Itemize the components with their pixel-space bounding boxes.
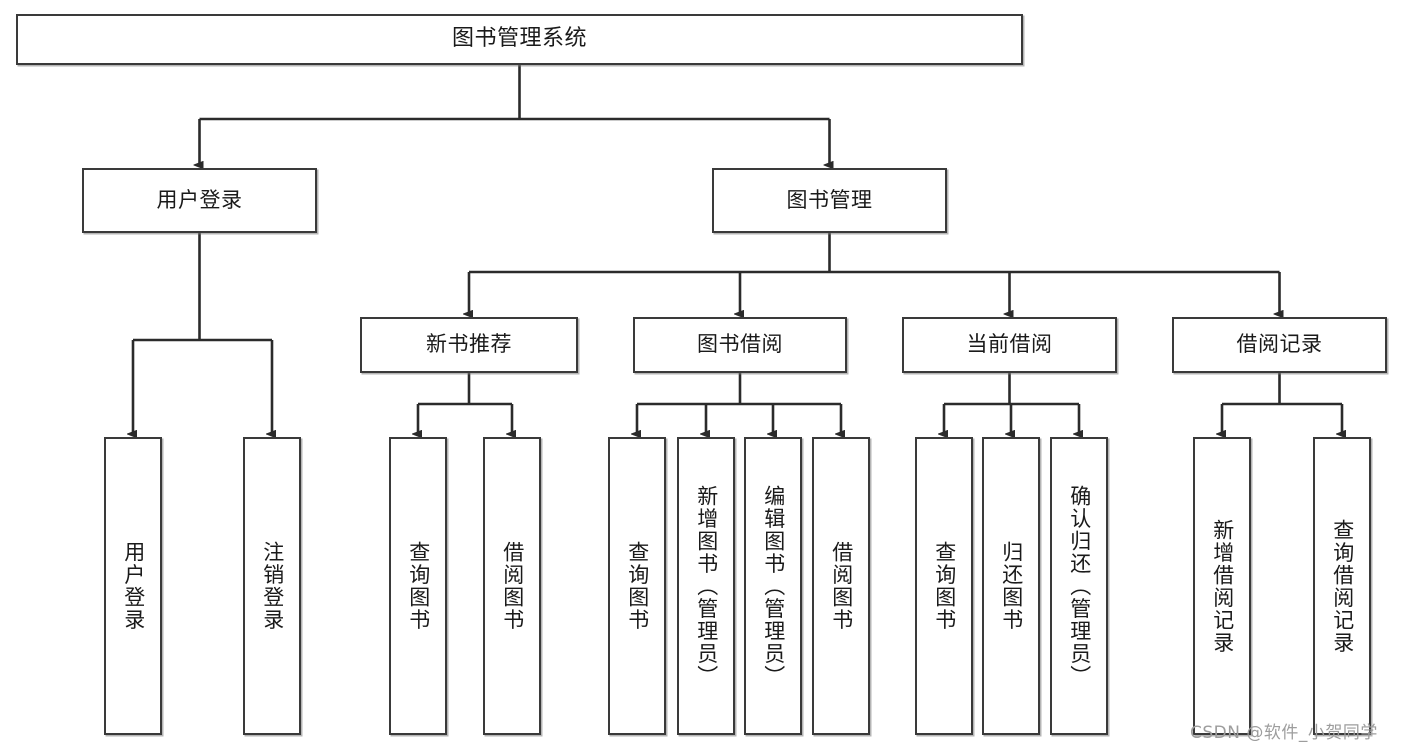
node-leaf-6-label: 编辑图书（管理员） [761,484,786,688]
node-root[interactable]: 图书管理系统 [16,14,1023,65]
node-leaf-10-label: 确认归还（管理员） [1067,484,1092,688]
node-leaf-4[interactable]: 查询图书 [608,437,666,735]
node-root-label: 图书管理系统 [451,26,587,52]
node-leaf-10[interactable]: 确认归还（管理员） [1050,437,1108,735]
node-leaf-8-label: 查询图书 [932,541,957,631]
node-leaf-1-label: 注销登录 [260,541,285,631]
node-leaf-9-label: 归还图书 [999,541,1024,631]
node-level3-3[interactable]: 借阅记录 [1172,317,1387,373]
node-leaf-0-label: 用户登录 [121,541,146,631]
node-leaf-3-label: 借阅图书 [500,541,525,631]
node-level2-0-label: 用户登录 [156,187,243,212]
node-leaf-11-label: 新增借阅记录 [1210,518,1235,654]
tree-connectors [133,65,1342,434]
node-leaf-12-label: 查询借阅记录 [1330,518,1355,654]
node-leaf-6[interactable]: 编辑图书（管理员） [744,437,802,735]
csdn-watermark: CSDN @软件_小贺同学 [1190,723,1378,743]
node-level3-1[interactable]: 图书借阅 [633,317,847,373]
node-leaf-5-label: 新增图书（管理员） [694,484,719,688]
node-leaf-7-label: 借阅图书 [829,541,854,631]
node-leaf-12[interactable]: 查询借阅记录 [1313,437,1371,735]
node-leaf-2-label: 查询图书 [406,541,431,631]
node-leaf-1[interactable]: 注销登录 [243,437,301,735]
node-level3-2[interactable]: 当前借阅 [902,317,1117,373]
node-leaf-5[interactable]: 新增图书（管理员） [677,437,735,735]
node-level3-1-label: 图书借阅 [697,332,783,357]
node-level3-3-label: 借阅记录 [1236,332,1323,357]
node-level3-0-label: 新书推荐 [426,332,512,357]
node-leaf-3[interactable]: 借阅图书 [483,437,541,735]
node-leaf-11[interactable]: 新增借阅记录 [1193,437,1251,735]
node-level3-2-label: 当前借阅 [966,332,1053,357]
node-leaf-8[interactable]: 查询图书 [915,437,973,735]
node-leaf-0[interactable]: 用户登录 [104,437,162,735]
node-level3-0[interactable]: 新书推荐 [360,317,578,373]
node-leaf-4-label: 查询图书 [625,541,650,631]
node-level2-1-label: 图书管理 [786,187,873,212]
node-leaf-7[interactable]: 借阅图书 [812,437,870,735]
node-leaf-2[interactable]: 查询图书 [389,437,447,735]
node-level2-1[interactable]: 图书管理 [712,168,947,233]
node-leaf-9[interactable]: 归还图书 [982,437,1040,735]
node-level2-0[interactable]: 用户登录 [82,168,317,233]
